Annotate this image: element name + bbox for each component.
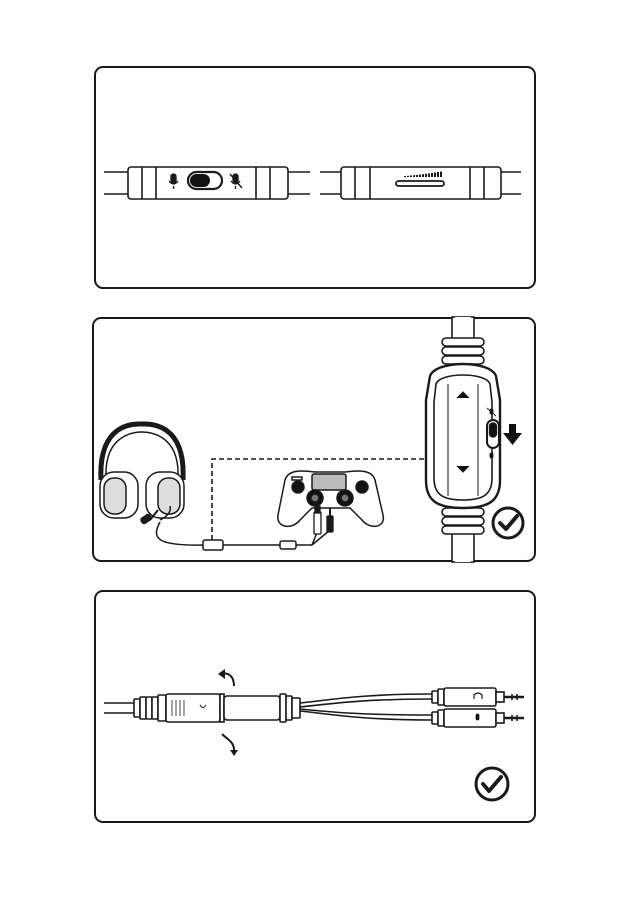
audio-splitter-adapter-icon [104, 688, 524, 727]
page-footer [0, 907, 631, 914]
headphone-plug-icon [432, 688, 524, 706]
rotate-arrow-down-icon [222, 734, 238, 756]
rotate-arrow-up-icon [218, 669, 234, 686]
checkmark-circle-icon [476, 768, 508, 800]
microphone-plug-icon [432, 709, 524, 727]
